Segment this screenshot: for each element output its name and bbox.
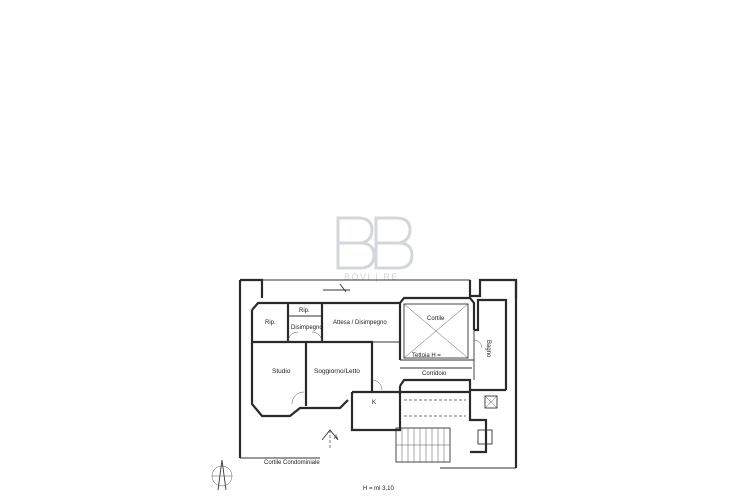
- watermark-brand: BOVI | RE: [344, 272, 399, 282]
- room-label-k: K: [372, 400, 376, 406]
- north-arrow-icon: [211, 459, 233, 491]
- room-label-rip-top: Rip.: [299, 308, 310, 314]
- bb-monogram-icon: [336, 216, 414, 270]
- room-label-studio: Studio: [272, 368, 291, 375]
- room-label-bagno: Bagno: [485, 340, 491, 358]
- height-note: H = ml 3,10: [363, 486, 395, 492]
- room-label-rip-left: Rip.: [265, 320, 276, 326]
- room-label-tettoia: Tettoia H =: [412, 353, 441, 359]
- room-label-cortile-condominiale: Cortile Condominiale: [264, 460, 320, 466]
- building-walls: [250, 296, 508, 463]
- room-label-soggiorno: Soggiorno/Letto: [314, 368, 360, 375]
- room-labels: Rip. Rip. Disimpegno Attesa / Disimpegno…: [264, 308, 491, 492]
- room-label-corridoio: Corridoio: [422, 371, 447, 377]
- outer-boundary: [238, 278, 518, 469]
- section-marker-a: A: [334, 435, 338, 441]
- room-label-cortile: Cortile: [427, 316, 445, 322]
- watermark-logo: BOVI | RE: [336, 216, 414, 282]
- room-label-disimpegno: Disimpegno: [291, 325, 323, 331]
- staircase: [395, 427, 451, 463]
- room-label-attesa: Attesa / Disimpegno: [333, 320, 387, 326]
